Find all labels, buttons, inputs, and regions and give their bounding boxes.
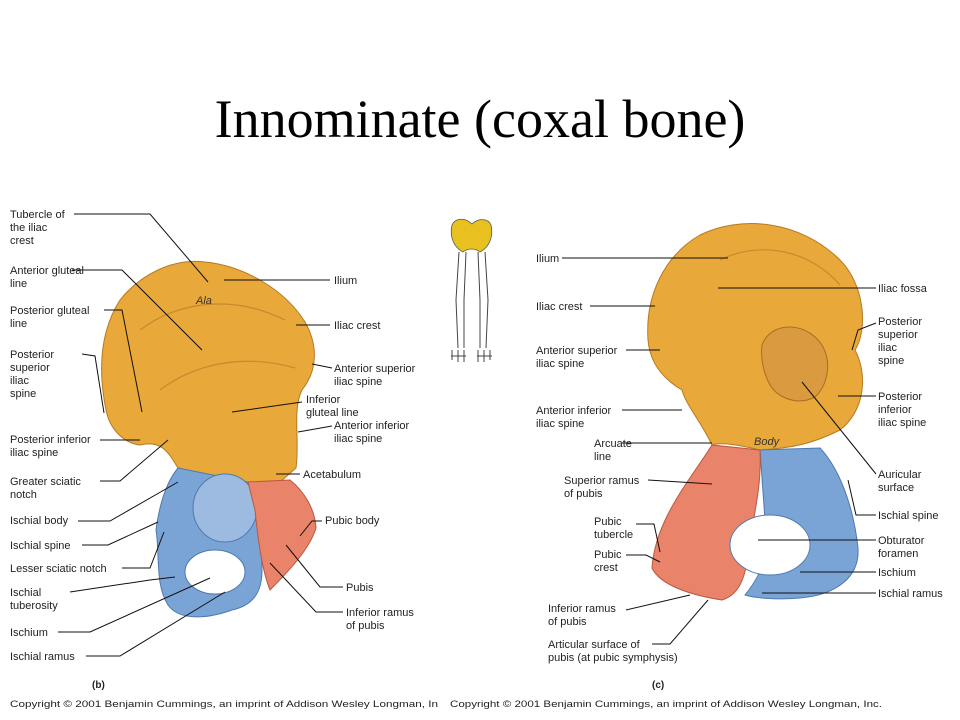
label-articular-surface-of-pubis: Articular surface of pubis (at pubic sym… [548,639,678,664]
label-iliac-crest-c: Iliac crest [536,301,582,313]
skeleton-locator-thumbnail [450,218,493,362]
iliac-fossa-contour-c [719,249,841,286]
label-acetabulum: Acetabulum [303,469,361,481]
label-tubercle-of-iliac-crest: Tubercle of the iliac crest [10,209,68,247]
label-auricular-surface: Auricular surface [878,469,924,494]
pelvis-thumbnail [450,218,493,253]
label-anterior-superior-iliac-spine-b: Anterior superior iliac spine [334,363,418,388]
copyright-b: Copyright © 2001 Benjamin Cummings, an i… [10,699,438,710]
copyright-c: Copyright © 2001 Benjamin Cummings, an i… [450,699,882,710]
leg-bones-thumbnail [455,251,489,349]
label-ischial-ramus-b: Ischial ramus [10,651,75,663]
figure-b: Ala [101,260,317,618]
label-obturator-foramen: Obturator foramen [878,535,928,560]
body-label: Body [754,436,781,448]
leader-lines-b [58,213,343,657]
obturator-foramen-c [729,514,811,576]
label-greater-sciatic-notch: Greater sciatic notch [10,476,84,501]
label-ischial-spine-b: Ischial spine [10,540,71,552]
gluteal-contour-b [159,360,296,391]
label-ilium-c: Ilium [536,253,559,265]
slide-title: Innominate (coxal bone) [214,89,746,149]
label-anterior-inferior-iliac-spine-c: Anterior inferior iliac spine [536,405,614,430]
ala-label: Ala [195,295,212,307]
label-ischium-b: Ischium [10,627,48,639]
label-inferior-ramus-of-pubis-c: Inferior ramus of pubis [548,603,619,628]
label-inferior-ramus-of-pubis-b: Inferior ramus of pubis [346,607,417,632]
label-pubic-tubercle: Pubic tubercle [594,516,633,541]
label-lesser-sciatic-notch: Lesser sciatic notch [10,563,107,575]
label-pubis: Pubis [346,582,374,594]
label-ischial-tuberosity: Ischial tuberosity [10,587,58,612]
label-posterior-superior-iliac-spine-b: Posterior superior iliac spine [10,349,57,400]
label-arcuate-line: Arcuate line [594,438,635,463]
label-ilium-b: Ilium [334,275,357,287]
label-ischial-body: Ischial body [10,515,69,527]
label-posterior-gluteal-line: Posterior gluteal line [10,305,93,330]
label-pubic-body: Pubic body [325,515,380,527]
pubis-region-b [247,479,317,591]
label-anterior-gluteal-line: Anterior gluteal line [10,265,87,290]
label-anterior-inferior-iliac-spine-b: Anterior inferior iliac spine [334,420,412,445]
panel-label-c: (c) [652,680,664,691]
label-ischium-c: Ischium [878,567,916,579]
label-ischial-spine-c: Ischial spine [878,510,939,522]
label-anterior-superior-iliac-spine-c: Anterior superior iliac spine [536,345,620,370]
label-posterior-superior-iliac-spine-c: Posterior superior iliac spine [878,316,925,367]
pubis-region-c [651,444,761,601]
label-superior-ramus-of-pubis: Superior ramus of pubis [564,475,642,500]
label-iliac-crest-b: Iliac crest [334,320,380,332]
acetabulum-socket-b [192,473,258,543]
label-pubic-crest: Pubic crest [594,549,625,574]
label-inferior-gluteal-line: Inferior gluteal line [306,394,359,419]
panel-label-b: (b) [92,680,105,691]
label-posterior-inferior-iliac-spine-c: Posterior inferior iliac spine [878,391,926,429]
label-posterior-inferior-iliac-spine-b: Posterior inferior iliac spine [10,434,94,459]
leader-lines-c [562,257,877,645]
auricular-surface-c [761,326,829,402]
label-iliac-fossa: Iliac fossa [878,283,928,295]
label-ischial-ramus-c: Ischial ramus [878,588,943,600]
obturator-foramen-b [184,549,246,595]
feet-thumbnail [451,350,492,362]
figure-c: Body [647,223,864,601]
ala-contour-b [139,303,286,331]
